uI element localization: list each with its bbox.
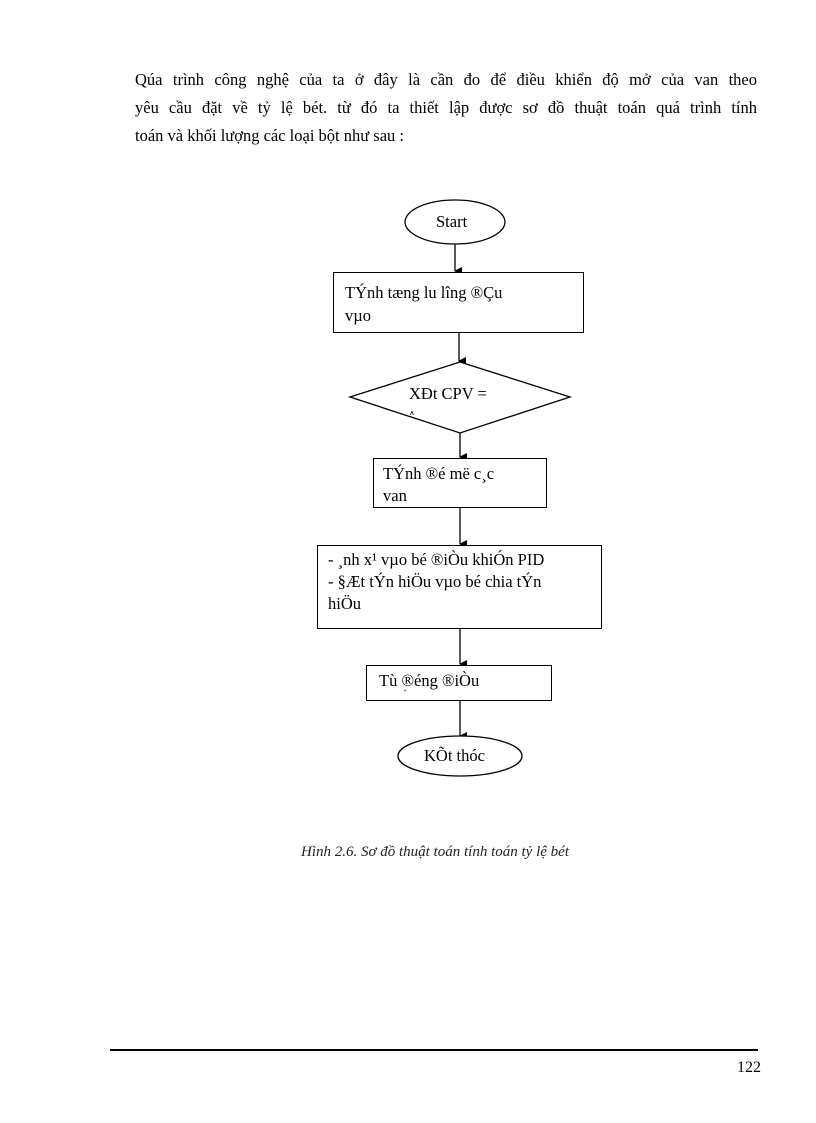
footer-rule xyxy=(110,1049,758,1051)
box-text: van xyxy=(383,486,407,505)
process-box-pid: - ¸nh x¹ vµo bé ®iÒu khiÓn PID - §Æt tÝn… xyxy=(317,545,602,629)
end-label: KÕt thóc xyxy=(424,746,485,765)
box-text: - §Æt tÝn hiÖu vµo bé chia tÝn xyxy=(328,572,542,591)
box-text: TÝnh tæng lu l­îng ®Çu xyxy=(345,283,503,302)
paragraph-line: Qúa trình công nghệ của ta ở đây là cần … xyxy=(135,70,757,89)
process-box-valve-opening: TÝnh ®é më c¸c van xyxy=(373,458,547,508)
end-terminal xyxy=(397,735,523,777)
box-text: hiÖu xyxy=(328,594,361,613)
box-text: TÝnh ®é më c¸c xyxy=(383,464,495,483)
process-box-total-flow: TÝnh tæng lu l­îng ®Çu vµo xyxy=(333,272,584,333)
start-label: Start xyxy=(436,212,468,231)
box-text: vµo xyxy=(345,306,372,325)
paragraph-line: toán và khối lượng các loại bột như sau … xyxy=(135,126,405,145)
decision-label: XÐt CPV = xyxy=(409,384,487,403)
box-text-clipped: ´ xyxy=(403,687,407,701)
process-box-auto-control: Tù ®éng ®iÒu ´ xyxy=(366,665,552,701)
paragraph-line: yêu cầu đặt về tỷ lệ bét. từ đó ta thiết… xyxy=(135,98,757,117)
box-text: - ¸nh x¹ vµo bé ®iÒu khiÓn PID xyxy=(328,550,545,569)
box-text: Tù ®éng ®iÒu xyxy=(379,671,480,690)
decision-label-clipped: ^ xyxy=(408,405,416,415)
body-paragraph: Qúa trình công nghệ của ta ở đây là cần … xyxy=(135,66,757,150)
page-number: 122 xyxy=(737,1059,761,1076)
figure-caption: Hình 2.6. Sơ đồ thuật toán tính toán tỷ … xyxy=(301,844,569,860)
